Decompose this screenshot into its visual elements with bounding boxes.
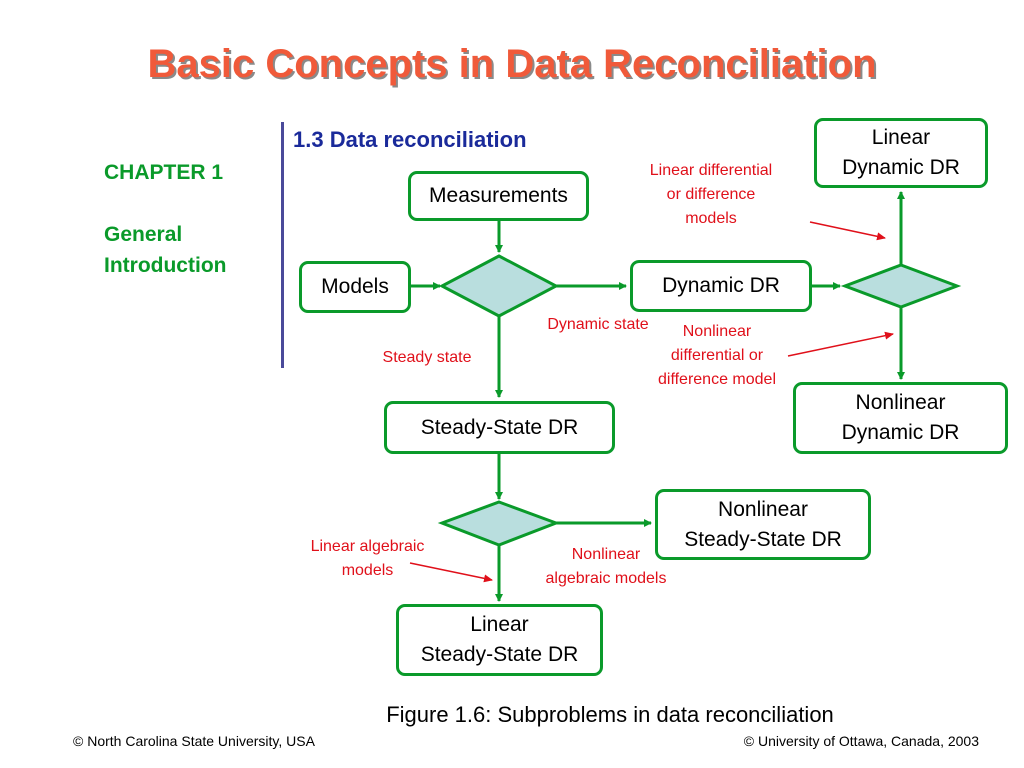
node-measurements: Measurements [408,171,589,221]
decision-diamond-state [438,254,560,318]
slide-title: Basic Concepts in Data Reconciliation [147,42,877,86]
node-models: Models [299,261,411,313]
note-linear-diff: Linear differential or difference models [649,162,773,227]
node-dynamic-dr: Dynamic DR [630,260,812,312]
note-nonlinear-diff: Nonlinear differential or difference mod… [658,323,776,388]
note-steady-state: Steady state [382,349,472,366]
pointer-linear-diff [809,221,886,241]
topic-line2: Introduction [104,254,227,277]
note-nonlinear-algebraic: Nonlinear algebraic models [545,546,667,587]
node-steady-state-dr: Steady-State DR [384,401,615,454]
node-linear-steady-state-dr: Linear Steady-State DR [396,604,603,676]
decision-diamond-dynamic [840,263,962,309]
chapter-label: CHAPTER 1 [104,161,224,184]
section-heading: 1.3 Data reconciliation [293,127,527,152]
footer-left: © North Carolina State University, USA [73,733,315,749]
divider-line [281,122,284,368]
pointer-nonlinear-diff [787,331,894,357]
topic-line1: General [104,223,183,246]
decision-diamond-steady [437,500,561,547]
figure-caption: Figure 1.6: Subproblems in data reconcil… [386,702,834,727]
pointer-linear-algebraic [409,562,493,583]
note-dynamic-state: Dynamic state [547,316,649,333]
footer-right: © University of Ottawa, Canada, 2003 [743,733,979,749]
node-nonlinear-dynamic-dr: Nonlinear Dynamic DR [793,382,1008,454]
node-linear-dynamic-dr: Linear Dynamic DR [814,118,988,188]
note-linear-algebraic: Linear algebraic models [310,538,425,579]
node-nonlinear-steady-state-dr: Nonlinear Steady-State DR [655,489,871,560]
